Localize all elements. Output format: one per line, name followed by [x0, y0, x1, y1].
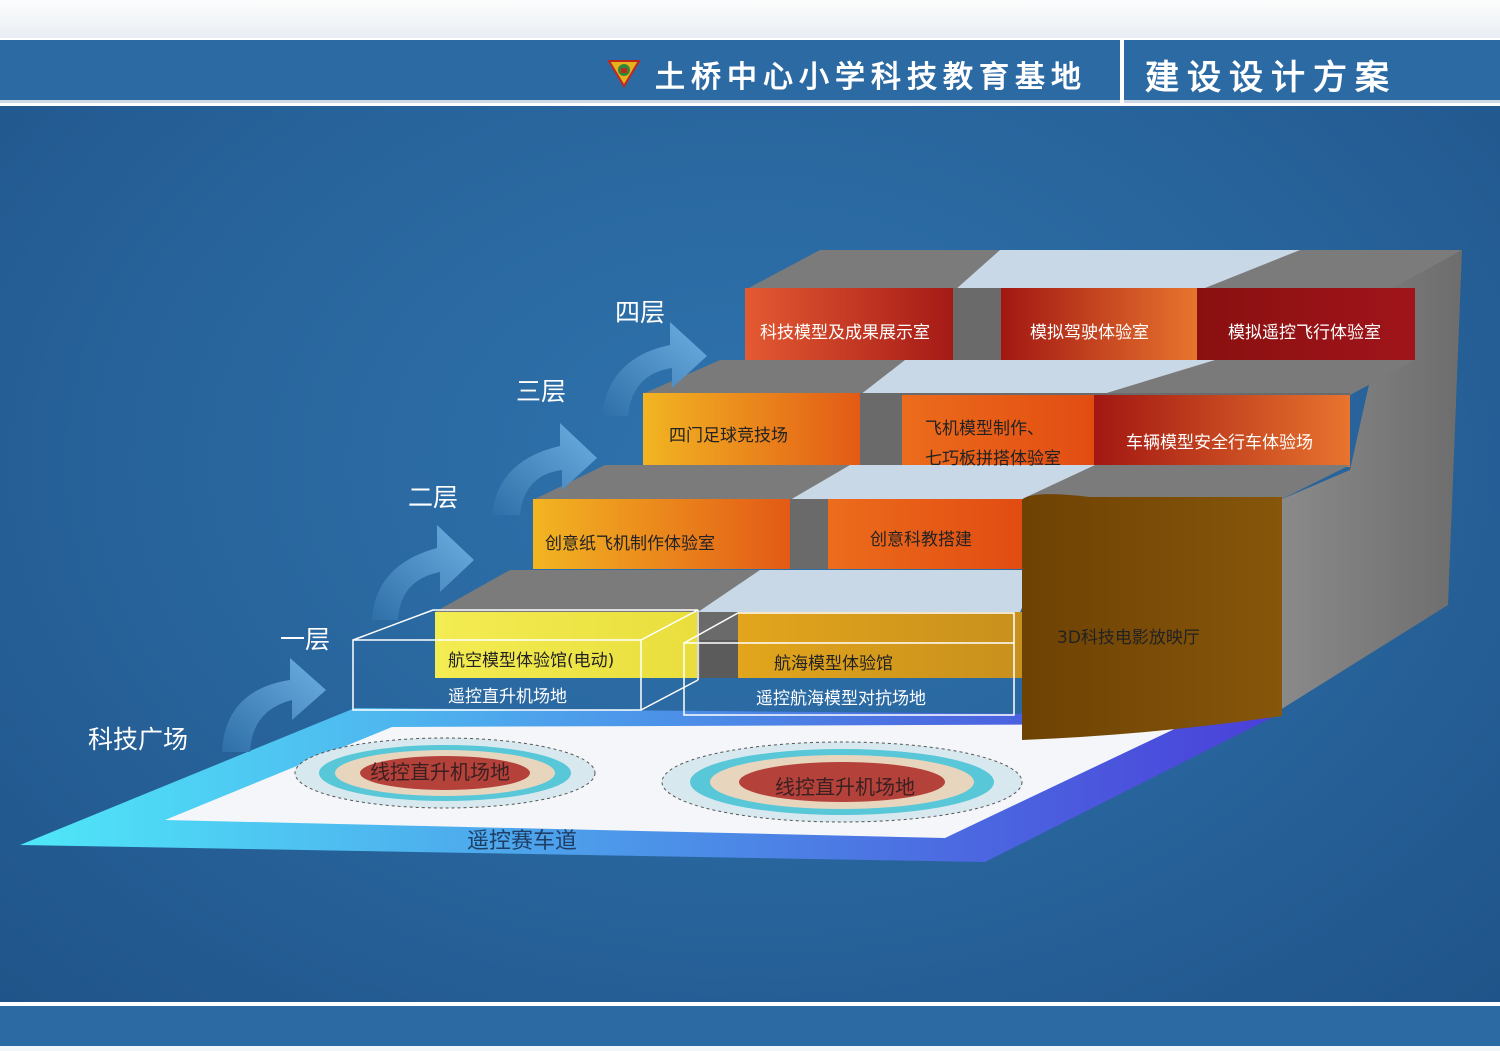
room-f4-flight: 模拟遥控飞行体验室: [1228, 323, 1381, 343]
header-bar: 土桥中心小学科技教育基地 建设设计方案: [0, 40, 1500, 106]
helipad-left-label: 线控直升机场地: [370, 760, 510, 784]
room-f4-driving: 模拟驾驶体验室: [1030, 323, 1149, 343]
floor2-label: 二层: [408, 483, 459, 512]
room-f1-aviation: 航空模型体验馆(电动): [448, 651, 615, 671]
header-title: 土桥中心小学科技教育基地: [655, 60, 1087, 95]
top-strip: [0, 0, 1500, 38]
room-f2-build: 创意科教搭建: [870, 530, 972, 550]
arrow-icons: [222, 322, 707, 752]
room-f3-vehicle: 车辆模型安全行车体验场: [1126, 433, 1313, 453]
field-wireframes: [352, 609, 1015, 716]
room-f3-model-line2: 七巧板拼搭体验室: [925, 449, 1061, 469]
header-divider: [1120, 40, 1124, 103]
school-logo-icon: [607, 60, 641, 88]
building-side: [1280, 250, 1462, 710]
cinema-block: [1022, 494, 1282, 740]
header-plan-title: 建设设计方案: [1145, 58, 1397, 98]
room-f1-marine: 航海模型体验馆: [774, 654, 893, 674]
helipad-left: [294, 737, 596, 809]
helipad-right-label: 线控直升机场地: [775, 775, 915, 799]
race-track-label: 遥控赛车道: [467, 829, 578, 854]
footer-bar: [0, 1002, 1500, 1051]
field-marine-remote: 遥控航海模型对抗场地: [756, 689, 926, 709]
room-f3-model-line1: 飞机模型制作、: [925, 419, 1044, 439]
field-heli-remote: 遥控直升机场地: [448, 687, 567, 707]
floor3-label: 三层: [516, 377, 567, 406]
room-f2-paperplane: 创意纸飞机制作体验室: [545, 534, 715, 554]
floor4-label: 四层: [615, 298, 666, 327]
floor1-label: 一层: [280, 625, 331, 654]
building-diagram: [20, 250, 1462, 862]
room-f4-exhibit: 科技模型及成果展示室: [760, 323, 930, 343]
plaza-label: 科技广场: [88, 725, 189, 754]
diagram-area: 科技广场 一层 二层 三层 四层 科技模型及成果展示室 模拟驾驶体验室 模拟遥控…: [0, 106, 1500, 1002]
helipad-right: [661, 741, 1023, 823]
room-f3-football: 四门足球竞技场: [669, 426, 788, 446]
room-cinema: 3D科技电影放映厅: [1057, 628, 1200, 648]
